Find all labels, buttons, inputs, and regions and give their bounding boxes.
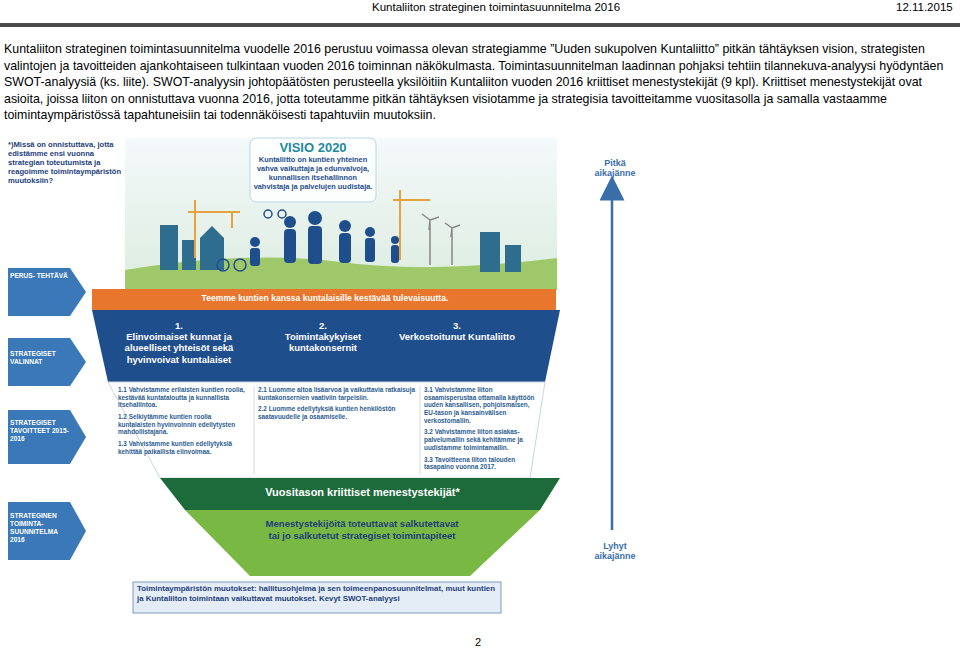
vision-box: VISIO 2020Kuntaliitto on kuntien yhteine… [252,140,374,192]
node-text: VISIO 2020 [252,140,374,155]
running-header: Kuntaliiton strateginen toimintasuunnite… [372,1,620,13]
node-text: STRATEGISET VALINNAT [10,350,72,366]
header-rule [0,23,960,27]
node-text: 1.3 Vahvistamme kuntien edellytyksiä keh… [118,440,250,455]
node-text: Toimintakykyiset kuntakonsernit [258,331,388,354]
choice-heading: 1.Elinvoimaiset kunnat ja alueelliset yh… [112,320,246,365]
node-text: Teemme kuntien kanssa kuntalaisille kest… [120,293,530,303]
level-arrow: STRATEGISET TAVOITTEET 2015-2016 [10,419,72,443]
critical-factors-heading: Vuositason kriittiset menestystekijät* [190,486,535,498]
goal-column: 2.1 Luomme aitoa lisäarvoa ja vaikuttavi… [258,386,416,425]
header-date: 12.11.2015 [896,1,953,13]
node-text: STRATEGISET TAVOITTEET 2015-2016 [10,419,72,443]
node-text: 2.2 Luomme edellytyksiä kuntien henkilös… [258,405,416,420]
node-text: Verkostoitunut Kuntaliitto [396,331,518,342]
time-label: Pitkä aikajänne [592,158,638,178]
level-arrow: PERUS- TEHTÄVÄ [10,272,72,280]
banner-shape [92,289,556,310]
page-number: 2 [475,636,481,648]
environment-text: Toimintaympäristön muutokset: hallitusoh… [137,584,497,604]
node-text: *)Missä on onnistuttava, jotta edistämme… [8,140,126,186]
node-text: 3.2 Vahvistamme liiton asiakas- palvelum… [424,428,542,451]
column-divider [254,386,255,474]
critical-factors-band [160,478,560,510]
illustration [125,138,557,290]
node-text: 3.3 Tavoitteena liiton talouden tasapain… [424,456,542,471]
environment-box [133,582,501,613]
node-text: PERUS- TEHTÄVÄ [10,272,72,280]
node-text: 1.2 Selkiytämme kuntien roolia kuntalais… [118,413,250,436]
node-text: Vuositason kriittiset menestystekijät* [190,486,535,498]
node-text: STRATEGINEN TOIMINTA- SUUNNITELMA 2016 [10,512,72,544]
column-divider [420,386,421,474]
choice-heading: 2.Toimintakykyiset kuntakonsernit [258,320,388,354]
actions-funnel [185,510,540,576]
mission-banner: Teemme kuntien kanssa kuntalaisille kest… [120,293,530,303]
goals-area [108,382,545,478]
node-text: 1. [112,320,246,331]
intro-paragraph: Kuntaliiton strateginen toimintasuunnite… [4,41,956,124]
node-text: Menestystekijöitä toteuttavat salkutetta… [262,518,462,541]
time-label: Lyhyt aikajänne [592,541,638,561]
node-text: Kuntaliitto on kuntien yhteinen vahva va… [252,156,374,192]
choices-band [92,310,560,382]
node-text: 2.1 Luomme aitoa lisäarvoa ja vaikuttavi… [258,386,416,401]
choice-heading: 3.Verkostoitunut Kuntaliitto [396,320,518,342]
level-arrow: STRATEGISET VALINNAT [10,350,72,366]
actions-text: Menestystekijöitä toteuttavat salkutetta… [262,518,462,541]
level-arrow: STRATEGINEN TOIMINTA- SUUNNITELMA 2016 [10,512,72,544]
level-arrows [8,268,86,560]
goal-column: 3.1 Vahvistamme liiton osaamisperustaa o… [424,386,542,475]
node-text: 3. [396,320,518,331]
node-text: Elinvoimaiset kunnat ja alueelliset yhte… [112,331,246,365]
time-axis-arrow [611,188,614,530]
question-callout: *)Missä on onnistuttava, jotta edistämme… [8,140,126,186]
node-text: 1.1 Vahvistamme erilaisten kuntien rooli… [118,386,250,409]
node-text: 3.1 Vahvistamme liiton osaamisperustaa o… [424,386,542,424]
node-text: 2. [258,320,388,331]
node-text: Toimintaympäristön muutokset: hallitusoh… [137,584,497,604]
goal-column: 1.1 Vahvistamme erilaisten kuntien rooli… [118,386,250,460]
